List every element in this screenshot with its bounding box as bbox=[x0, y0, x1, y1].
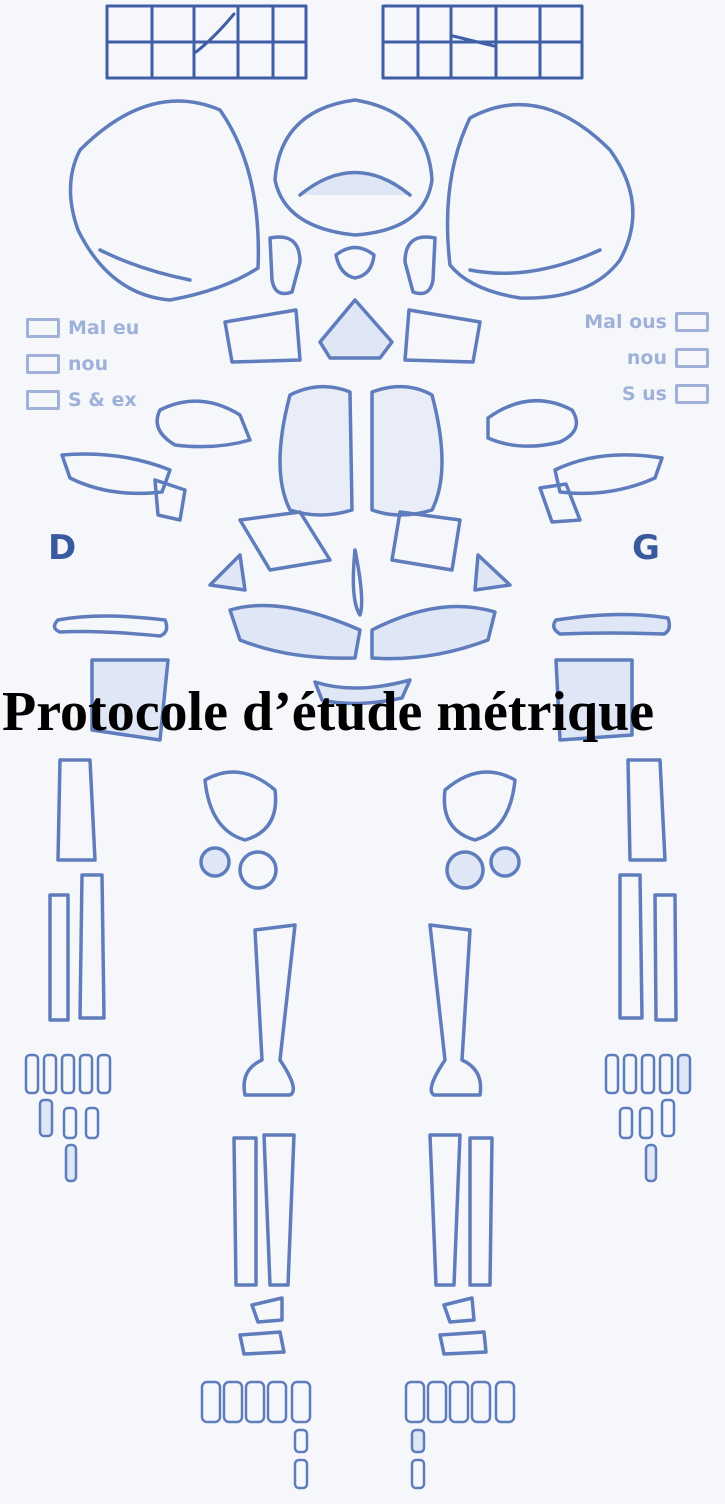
checklist-row: nou bbox=[26, 346, 139, 382]
checklist-row: Mal ous bbox=[584, 304, 709, 340]
checklist-row: Mal eu bbox=[26, 310, 139, 346]
checklist-row: S & ex bbox=[26, 382, 139, 418]
dentition-grid-right bbox=[107, 6, 306, 78]
checkbox[interactable] bbox=[26, 318, 60, 338]
checklist-label: S & ex bbox=[68, 389, 137, 411]
checkbox[interactable] bbox=[26, 390, 60, 410]
checklist-row: nou bbox=[584, 340, 709, 376]
checklist-label: nou bbox=[627, 347, 667, 369]
hand-bones bbox=[26, 1055, 690, 1181]
right-checklist: Mal ous nou S us bbox=[584, 304, 709, 412]
page-title: Protocole d’étude métrique bbox=[2, 680, 654, 744]
checkbox[interactable] bbox=[675, 348, 709, 368]
dentition-grid-left bbox=[383, 6, 582, 78]
checklist-label: S us bbox=[622, 383, 667, 405]
foot-bones bbox=[202, 1382, 514, 1488]
checkbox[interactable] bbox=[675, 312, 709, 332]
checkbox[interactable] bbox=[675, 384, 709, 404]
checklist-row: S us bbox=[584, 376, 709, 412]
pelvis-bones bbox=[210, 387, 510, 704]
side-label-left: G bbox=[632, 528, 660, 568]
side-label-right: D bbox=[48, 528, 76, 568]
checklist-label: Mal ous bbox=[584, 311, 667, 333]
skull-bones bbox=[70, 100, 632, 362]
checklist-label: nou bbox=[68, 353, 108, 375]
knee-bones bbox=[201, 772, 519, 888]
leg-bones bbox=[234, 1135, 492, 1354]
checkbox[interactable] bbox=[26, 354, 60, 374]
femur-bones bbox=[244, 925, 481, 1095]
checklist-label: Mal eu bbox=[68, 317, 139, 339]
left-checklist: Mal eu nou S & ex bbox=[26, 310, 139, 418]
